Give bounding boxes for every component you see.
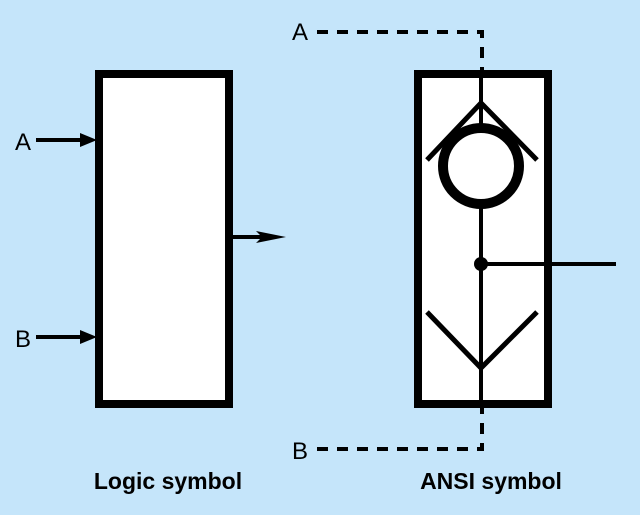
- ansi-ring: [438, 123, 524, 209]
- logic-symbol: A B Logic symbol: [15, 70, 286, 494]
- logic-symbol-box: [95, 70, 233, 408]
- logic-input-a-label: A: [15, 129, 31, 156]
- logic-input-a-arrow: [36, 133, 97, 147]
- ansi-bottom-chevron: [425, 310, 539, 372]
- ansi-symbol-caption: ANSI symbol: [420, 468, 562, 494]
- ansi-input-b-label: B: [292, 438, 308, 465]
- ansi-input-a-label: A: [292, 19, 308, 46]
- ansi-top-chevron: [425, 99, 539, 162]
- ansi-input-a-dashed-lead: [317, 30, 484, 74]
- logic-output-arrow: [233, 231, 286, 243]
- logic-input-b-arrow: [36, 330, 97, 344]
- logic-symbol-caption: Logic symbol: [94, 468, 242, 494]
- logic-input-b-label: B: [15, 326, 31, 353]
- ansi-symbol: A B ANSI symbol: [292, 19, 616, 494]
- ansi-input-b-dashed-lead: [317, 404, 484, 451]
